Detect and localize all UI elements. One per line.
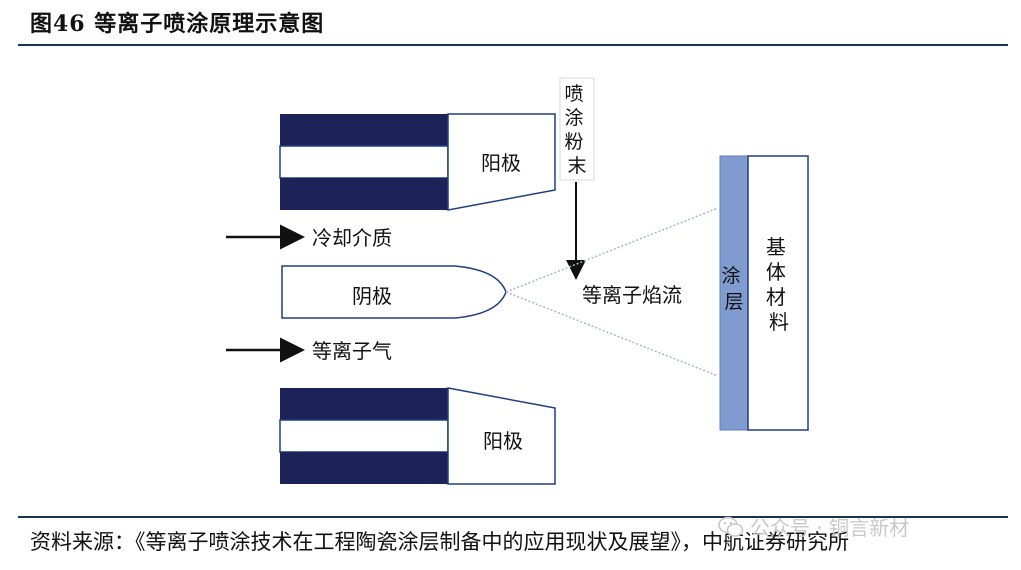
substrate-block: [747, 155, 809, 431]
source-note: 资料来源：《等离子喷涂技术在工程陶瓷涂层制备中的应用现状及展望》，中航证券研究所: [30, 530, 849, 554]
cathode: 阴极: [281, 265, 507, 319]
coating-label-char-1: 涂: [721, 265, 740, 287]
anode-top-band-3: [280, 178, 448, 210]
cathode-label: 阴极: [352, 284, 392, 308]
anode-bottom-band-2: [279, 419, 449, 453]
anode-bottom-label: 阳极: [483, 429, 523, 453]
anode-bottom-band-1: [280, 388, 448, 420]
anode-bottom: 阳极: [279, 387, 556, 485]
substrate-label: 基 体 材 料: [766, 235, 792, 334]
title-divider: [18, 44, 1008, 46]
anode-top-label: 阳极: [481, 151, 521, 175]
watermark: 公众号 · 铜言新材: [718, 512, 909, 541]
plasma-gas-label: 等离子气: [312, 339, 392, 363]
anode-top: 阳极: [279, 113, 556, 211]
powder-label-char-1: 喷: [564, 83, 583, 105]
powder-label-char-3: 粉: [564, 131, 583, 153]
powder-label-char-4: 末: [567, 155, 586, 177]
powder-label-char-2: 涂: [564, 107, 583, 129]
anode-top-nozzle: [447, 113, 556, 211]
coating-label-char-2: 层: [724, 291, 743, 313]
anode-bottom-nozzle: [447, 387, 556, 485]
substrate-label-char-1: 基: [766, 235, 786, 259]
powder-feed-tube: [559, 77, 595, 181]
powder-label: 喷 涂 粉 末: [564, 83, 589, 177]
plasma-jet-upper-edge: [505, 207, 719, 293]
figure-title: 图46 等离子喷涂原理示意图: [30, 11, 325, 37]
coolant-label: 冷却介质: [312, 226, 392, 250]
anode-top-band-1: [280, 114, 448, 146]
cathode-shape: [281, 265, 507, 319]
substrate-label-char-3: 材: [766, 285, 786, 309]
wechat-icon: [718, 516, 744, 537]
plasma-jet-label: 等离子焰流: [582, 283, 682, 307]
source-divider: [18, 516, 1008, 518]
coating-label: 涂 层: [721, 265, 746, 313]
substrate-label-char-2: 体: [766, 260, 786, 284]
coating-layer: [719, 155, 749, 431]
watermark-text: 公众号 · 铜言新材: [750, 516, 910, 540]
anode-top-band-2: [279, 145, 449, 179]
substrate-label-char-4: 料: [769, 310, 789, 334]
anode-bottom-band-3: [280, 452, 448, 484]
